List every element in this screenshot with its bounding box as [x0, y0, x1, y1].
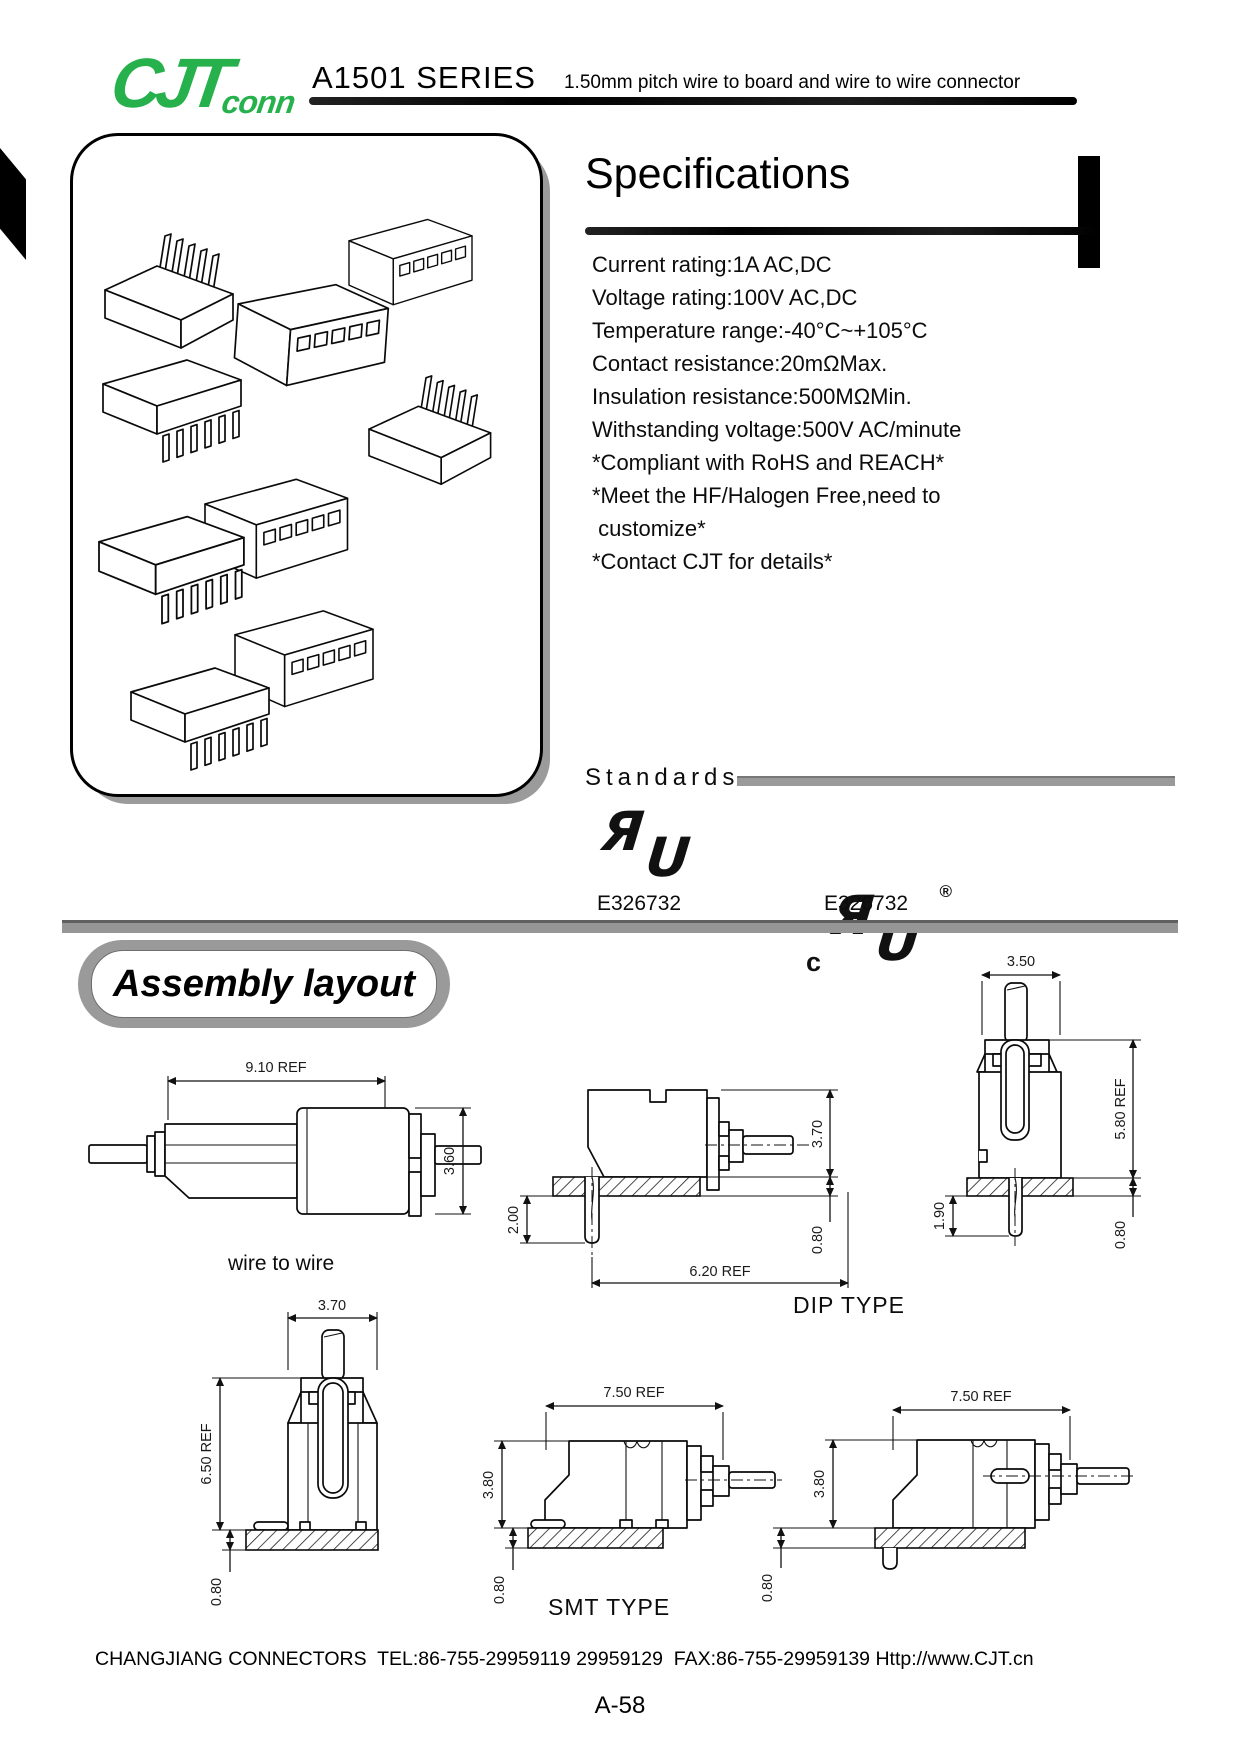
spec-line: Temperature range:-40°C~+105°C [592, 318, 928, 343]
dim-label: 1.90 [932, 1202, 948, 1230]
drawing-dip-side: 2.00 3.70 0.80 6.20 REF [506, 1089, 849, 1288]
standards-title: Standards [585, 764, 740, 791]
cul-file-number: E326732 [824, 892, 909, 915]
assembly-layout-banner: Assembly layout [78, 940, 450, 1028]
wire-to-wire-caption: wire to wire [228, 1252, 335, 1275]
cjt-logo: CJTconn [107, 44, 299, 122]
assembly-layout-title: Assembly layout [113, 962, 415, 1005]
dim-label: 9.10 REF [245, 1060, 306, 1076]
drawing-smt-side-1: 7.50 REF 3.80 0.80 [481, 1385, 782, 1604]
header-titles: A1501 SERIES 1.50mm pitch wire to board … [312, 60, 1020, 96]
specifications-title: Specifications [585, 150, 851, 198]
ul-glyph-u: U [642, 826, 694, 889]
series-subtitle: 1.50mm pitch wire to board and wire to w… [563, 72, 1021, 93]
specifications-list: Current rating:1A AC,DC Voltage rating:1… [592, 248, 961, 578]
assembly-layout-banner-inner: Assembly layout [91, 950, 437, 1018]
dim-label: 7.50 REF [950, 1389, 1011, 1405]
cul-recognized-icon: c Я U ® [806, 882, 952, 980]
dim-label: 0.80 [760, 1574, 776, 1602]
dip-type-label: DIP TYPE [793, 1292, 905, 1318]
dim-label: 6.50 REF [199, 1423, 215, 1484]
dim-label: 0.80 [209, 1578, 225, 1606]
standards-bar [737, 776, 1175, 786]
ul-file-number: E326732 [597, 892, 682, 915]
dim-label: 0.80 [492, 1576, 508, 1604]
cul-c-prefix: c [806, 947, 822, 977]
spec-line: *Contact CJT for details* [592, 549, 833, 574]
drawing-wire-to-wire: 9.10 REF 3.60 [88, 1060, 482, 1217]
header-rule [309, 97, 1077, 105]
spec-line: Current rating:1A AC,DC [592, 252, 832, 277]
spec-line: Withstanding voltage:500V AC/minute [592, 417, 962, 442]
connector-line-art [98, 218, 492, 771]
spec-line: Insulation resistance:500MΩMin. [592, 384, 912, 409]
series-title: A1501 SERIES [312, 60, 536, 95]
dim-label: 3.80 [812, 1470, 828, 1498]
spec-line: Contact resistance:20mΩMax. [592, 351, 888, 376]
dim-label: 0.80 [810, 1226, 826, 1254]
dim-label: 3.70 [810, 1120, 826, 1148]
right-index-tab [1078, 156, 1100, 268]
dim-label: 7.50 REF [603, 1385, 664, 1401]
smt-type-label: SMT TYPE [548, 1594, 671, 1620]
dim-label: 3.70 [318, 1300, 346, 1314]
spec-line: *Compliant with RoHS and REACH* [592, 450, 945, 475]
ul-recognized-icon: Я U [599, 800, 706, 896]
dim-label: 0.80 [1113, 1221, 1129, 1249]
dim-label: 3.80 [481, 1471, 497, 1499]
dim-label: 5.80 REF [1113, 1078, 1129, 1139]
left-index-tab [0, 148, 26, 260]
ul-glyph-r: Я [598, 800, 647, 863]
section-separator [62, 920, 1178, 933]
spec-line: customize* [592, 516, 706, 541]
logo-cjt-text: CJT [106, 44, 232, 122]
drawing-smt-side-2: 7.50 REF 3.80 0.80 [760, 1389, 1137, 1602]
footer-company-line: CHANGJIANG CONNECTORS TEL:86-755-2995911… [95, 1648, 1034, 1670]
dim-label: 3.50 [1007, 954, 1035, 970]
logo-conn-text: conn [219, 84, 298, 120]
drawing-smt-vertical: 3.70 6.50 REF 0.80 [199, 1300, 379, 1606]
dim-label: 2.00 [506, 1206, 522, 1234]
spec-line: *Meet the HF/Halogen Free,need to [592, 483, 941, 508]
spec-line: Voltage rating:100V AC,DC [592, 285, 858, 310]
drawing-dip-vertical: 3.50 1.90 5.80 REF 0.80 [932, 954, 1141, 1249]
page-number: A-58 [594, 1692, 646, 1719]
product-image-box [70, 133, 543, 797]
specifications-rule [585, 227, 1100, 235]
registered-mark: ® [939, 882, 952, 901]
dim-label: 3.60 [442, 1147, 458, 1175]
dim-label: 6.20 REF [689, 1264, 750, 1280]
